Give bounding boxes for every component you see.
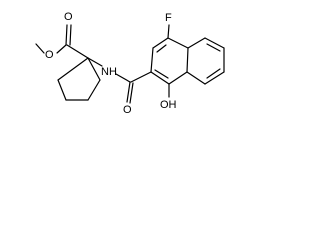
bond-carbonyl-quaternary [66,44,89,59]
label-amide-o: O [123,104,132,116]
bond-ring-4 [57,79,67,101]
bond-quaternary-nh [87,57,103,67]
atom-labels: O O NH O F OH [45,11,177,116]
bond-ring-1 [87,57,101,81]
bond-ring-5 [57,57,89,81]
bond-naph-c8-c8a [186,71,206,85]
label-ester-o-single: O [45,49,54,61]
bond-o-carbonyl [56,44,67,54]
bond-methyl-o [35,43,45,54]
bond-ring-2 [87,79,101,101]
structure-diagram: O O NH O F OH [35,11,225,116]
bond-naph-c8a-c1 [168,71,188,85]
bond-ester-c-o-double-a [65,24,68,46]
bonds [35,24,225,104]
bond-naph-c4a-c5 [187,37,206,49]
bond-naph-c5-c6 [204,37,225,49]
bond-ester-c-o-double-b [69,24,72,46]
bond-naph-inner-b [154,69,169,79]
bond-nh-amide-c [115,73,131,83]
bond-naph-inner-c [206,43,221,52]
bond-naph-c4-c4a [167,37,189,49]
bond-amide-c-o-double-b [129,82,134,104]
label-amide-nh: NH [101,66,117,78]
bond-c4-f [167,24,170,39]
bond-amide-c-o-double-a [126,81,131,103]
bond-naph-c2-c3 [150,47,154,73]
bond-naph-c3-c4 [152,37,169,49]
bond-naph-c7-c8 [204,71,225,85]
bond-naph-c1-c2 [150,71,170,85]
bond-naph-inner-a [156,44,167,53]
label-fluoro: F [165,12,172,24]
bond-naph-c4a-c8a [186,47,189,73]
bond-naph-inner-d [206,68,221,79]
label-hydroxy: OH [160,99,177,111]
label-ester-o-double: O [64,11,73,23]
bond-amide-c-ring [130,71,152,83]
